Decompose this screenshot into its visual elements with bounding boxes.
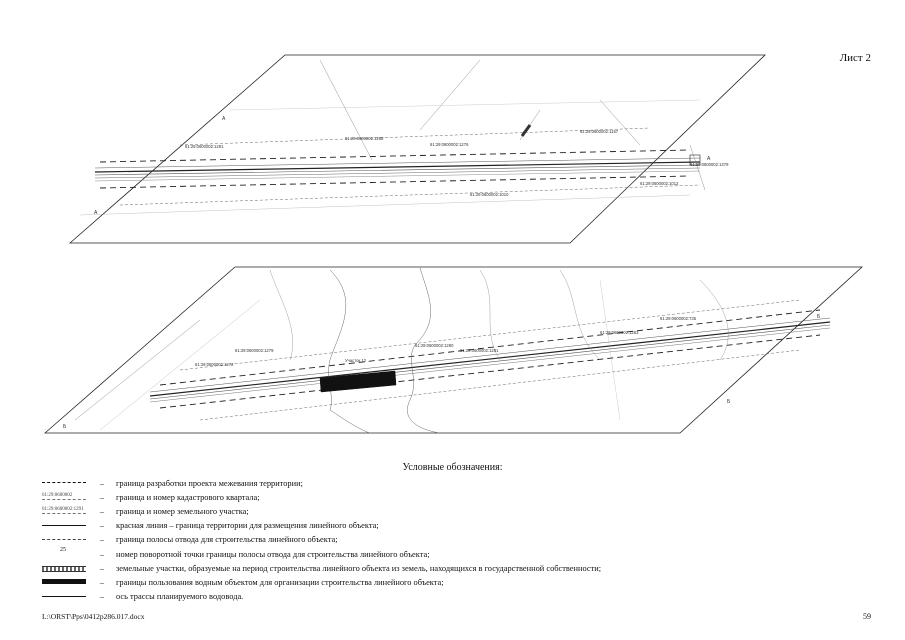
legend-dash: – bbox=[99, 563, 105, 573]
parcel-boundary-symbol: 61:29:0600002:1291 bbox=[42, 506, 86, 515]
legend-dash: – bbox=[99, 535, 105, 545]
legend-row: 25 – номер поворотной точки границы поло… bbox=[42, 547, 882, 561]
right-of-way-symbol bbox=[42, 538, 86, 540]
legend-text: граница разработки проекта межевания тер… bbox=[116, 478, 303, 488]
legend-row: – ось трассы планируемого водовода. bbox=[42, 590, 882, 604]
legend-row: 61:29:0600002:1291 – граница и номер зем… bbox=[42, 504, 882, 518]
map-2-letter: Б bbox=[63, 424, 67, 430]
water-use-area bbox=[319, 370, 397, 393]
water-use-symbol bbox=[42, 579, 86, 585]
legend-text: красная линия – граница территории для р… bbox=[116, 521, 379, 531]
map-2-letter: Б bbox=[727, 399, 731, 405]
sheet-label: Лист 2 bbox=[839, 52, 871, 64]
map-2-labels: 61:29:0600002:1272 61:29:0600002:1279 61… bbox=[63, 314, 821, 430]
legend-row: – граница полосы отвода для строительств… bbox=[42, 533, 882, 547]
legend-text: границы пользования водным объектом для … bbox=[116, 577, 444, 587]
map-1-letter: А bbox=[94, 210, 98, 216]
map-2-label: Участок 12 bbox=[345, 358, 367, 363]
legend-dash: – bbox=[99, 492, 105, 502]
map-1-label: 61:29:0600002:1010 bbox=[470, 192, 509, 197]
legend-row: – земельные участки, образуемые на перио… bbox=[42, 561, 882, 575]
map-1-label: 61:29:0600002:1012 bbox=[640, 181, 679, 186]
map-2-label: 61:29:0600002:1272 bbox=[195, 362, 234, 367]
legend-dash: – bbox=[99, 521, 105, 531]
map-1-label: 61:29:0600002:1276 bbox=[430, 142, 469, 147]
map-1-label: 61:29:0600002:1157 bbox=[580, 129, 619, 134]
page-number: 59 bbox=[863, 612, 871, 621]
file-path: L:\ORST\Pps\0412p286.017.docx bbox=[42, 612, 145, 621]
legend-dash: – bbox=[99, 577, 105, 587]
map-2-label: 61:29:0600002:1283 bbox=[600, 330, 639, 335]
map-1 bbox=[68, 54, 766, 244]
quarter-boundary-symbol: 61:29:0600002 bbox=[42, 492, 86, 501]
legend-row: – граница разработки проекта межевания т… bbox=[42, 476, 882, 490]
legend-text: граница и номер кадастрового квартала; bbox=[116, 492, 260, 502]
legend-dash: – bbox=[99, 549, 105, 559]
hatched-area-symbol bbox=[42, 566, 86, 573]
legend-row: – красная линия – граница территории для… bbox=[42, 519, 882, 533]
route-axis-symbol bbox=[42, 595, 86, 597]
map-2-frame bbox=[43, 266, 864, 434]
legend-row: 61:29:0600002 – граница и номер кадастро… bbox=[42, 490, 882, 504]
red-line-symbol bbox=[42, 524, 86, 526]
map-2 bbox=[43, 266, 864, 434]
map-1-labels: 61:29:0600002:1291 61:29:0600002:1288 61… bbox=[94, 116, 729, 216]
legend-dash: – bbox=[99, 592, 105, 602]
legend-dash: – bbox=[99, 506, 105, 516]
legend-dash: – bbox=[99, 478, 105, 488]
legend-row: – границы пользования водным объектом дл… bbox=[42, 575, 882, 589]
map-2-letter: Б bbox=[817, 314, 821, 320]
map-1-letter: А bbox=[222, 116, 226, 122]
legend-text: граница и номер земельного участка; bbox=[116, 506, 249, 516]
map-2-label: 61:29:0600002:735 bbox=[660, 316, 697, 321]
map-2-label: 61:29:0600002:1279 bbox=[235, 348, 274, 353]
map-1-frame bbox=[68, 54, 766, 244]
legend-text: номер поворотной точки границы полосы от… bbox=[116, 549, 430, 559]
turning-point-symbol: 25 bbox=[60, 547, 66, 554]
map-1-label: 61:29:0600002:1379 bbox=[690, 162, 729, 167]
map-2-label: 61:29:0600002:1281 bbox=[460, 348, 499, 353]
map-2-label: 61:29:0600002:1280 bbox=[415, 343, 454, 348]
legend-text: граница полосы отвода для строительства … bbox=[116, 535, 338, 545]
map-1-label: 61:29:0600002:1291 bbox=[185, 144, 224, 149]
map-1-label: 61:29:0600002:1288 bbox=[345, 136, 384, 141]
legend-text: земельные участки, образуемые на период … bbox=[116, 563, 602, 573]
legend-text: ось трассы планируемого водовода. bbox=[116, 592, 244, 602]
dashed-line-symbol bbox=[42, 482, 86, 484]
map-1-letter: А bbox=[707, 156, 711, 162]
legend-title: Условные обозначения: bbox=[402, 462, 503, 473]
legend: – граница разработки проекта межевания т… bbox=[42, 476, 882, 604]
